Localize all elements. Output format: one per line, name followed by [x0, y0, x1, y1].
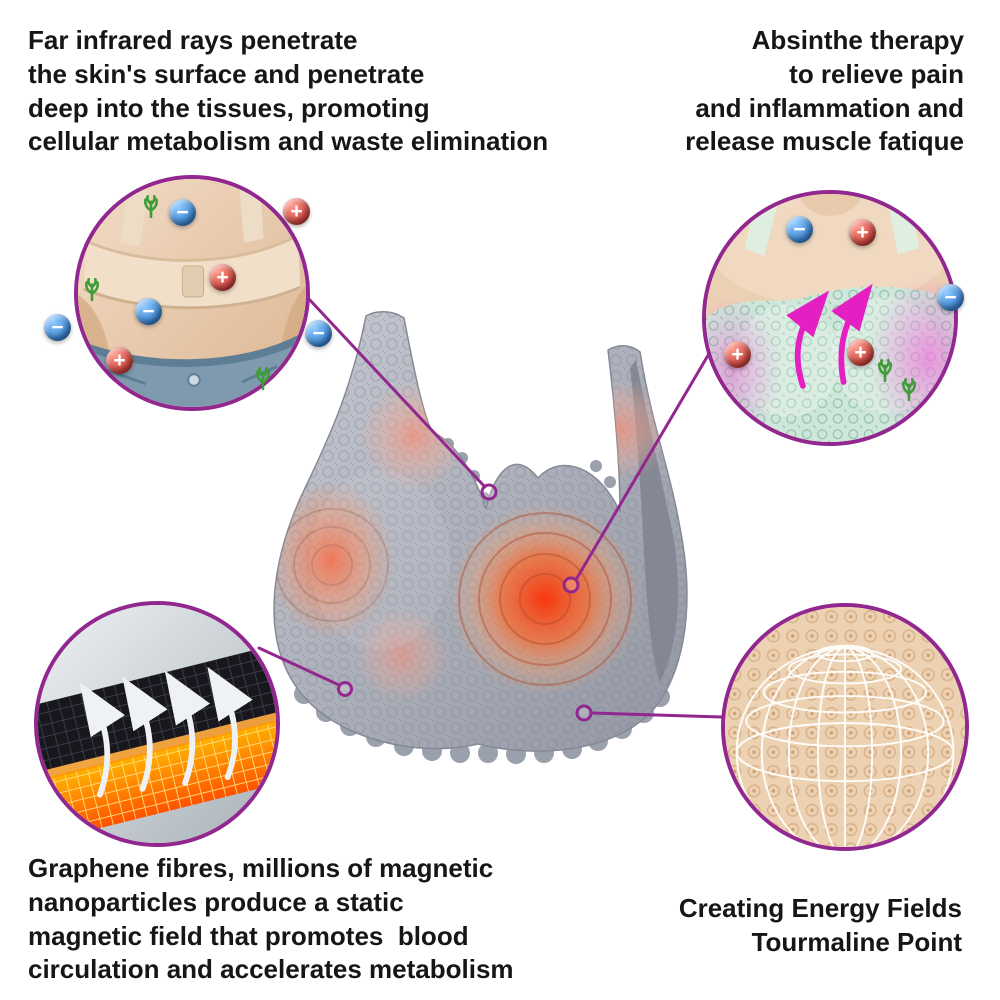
negative-ion-icon: −	[169, 199, 196, 226]
up-arrow-icon	[79, 682, 125, 798]
negative-ion-icon: −	[305, 320, 332, 347]
caption-line: Tourmaline Point	[751, 926, 962, 957]
positive-ion-icon: +	[283, 198, 310, 225]
up-arrow-icon	[164, 670, 211, 786]
ion-symbol: +	[731, 343, 744, 366]
ion-symbol: +	[113, 349, 126, 372]
caption-line: Graphene fibres, millions of magnetic	[28, 853, 494, 883]
callout-energy-dome-circle	[721, 603, 969, 851]
jeans	[78, 337, 306, 407]
negative-ion-icon: −	[786, 216, 813, 243]
herb-sprig-icon	[878, 358, 892, 383]
caption-line: the skin's surface and penetrate	[28, 58, 425, 89]
bra-illustration	[273, 311, 688, 764]
caption-graphene-fibres: Graphene fibres, millions of magnetic na…	[28, 852, 514, 987]
negative-ion-icon: −	[135, 298, 162, 325]
ion-symbol: +	[856, 221, 869, 244]
up-arrow-icon	[831, 283, 873, 385]
positive-ion-icon: +	[847, 339, 874, 366]
caption-absinthe-therapy: Absinthe therapy to relieve pain and inf…	[685, 24, 964, 159]
herb-sprig-icon	[256, 366, 270, 391]
connector-endpoint	[575, 704, 593, 722]
caption-line: to relieve pain	[789, 58, 964, 89]
caption-far-infrared: Far infrared rays penetrate the skin's s…	[28, 24, 548, 159]
ion-symbol: −	[793, 218, 806, 241]
absinthe-bra-photo	[706, 194, 954, 442]
caption-line: Absinthe therapy	[751, 25, 964, 55]
herb-sprig-icon	[902, 377, 916, 402]
energy-dome-illustration	[725, 607, 965, 847]
energy-dome-icon	[735, 644, 955, 847]
negative-ion-icon: −	[44, 314, 71, 341]
connector-endpoint	[480, 483, 498, 501]
ion-symbol: −	[176, 201, 189, 224]
graphene-mesh-illustration	[38, 605, 276, 843]
connector-endpoint	[337, 681, 353, 697]
caption-line: and inflammation and	[695, 92, 964, 123]
connector-line	[306, 296, 487, 489]
caption-line: nanoparticles produce a static	[28, 886, 404, 917]
ion-symbol: +	[290, 200, 303, 223]
positive-ion-icon: +	[106, 347, 133, 374]
ion-symbol: +	[854, 341, 867, 364]
positive-ion-icon: +	[209, 264, 236, 291]
negative-ion-icon: −	[937, 284, 964, 311]
up-arrow-icon	[122, 676, 168, 792]
ion-symbol: −	[944, 286, 957, 309]
connector-endpoint	[562, 576, 580, 594]
callout-absinthe-bra-circle	[702, 190, 958, 446]
ion-symbol: +	[216, 266, 229, 289]
ion-symbol: −	[51, 316, 64, 339]
lace-rings-right-cup	[458, 512, 632, 686]
up-arrow-icon	[786, 290, 830, 389]
positive-ion-icon: +	[724, 341, 751, 368]
callout-graphene-mesh-circle	[34, 601, 280, 847]
caption-line: magnetic field that promotes blood	[28, 920, 469, 951]
caption-line: cellular metabolism and waste eliminatio…	[28, 126, 549, 157]
caption-line: Far infrared rays penetrate	[28, 25, 358, 55]
up-arrow-icon	[207, 666, 253, 781]
positive-ion-icon: +	[849, 219, 876, 246]
ion-skin-photo	[78, 179, 306, 407]
herb-sprig-icon	[85, 277, 99, 302]
callout-ion-skin-circle	[74, 175, 310, 411]
caption-line: deep into the tissues, promoting	[28, 92, 430, 123]
caption-energy-fields: Creating Energy Fields Tourmaline Point	[679, 892, 962, 960]
caption-line: Creating Energy Fields	[678, 893, 962, 923]
connector-line	[575, 350, 712, 580]
caption-line: circulation and accelerates metabolism	[28, 954, 514, 985]
ion-symbol: −	[312, 322, 325, 345]
herb-sprig-icon	[144, 194, 158, 219]
ion-symbol: −	[142, 300, 155, 323]
caption-line: release muscle fatique	[685, 126, 964, 157]
connector-line	[590, 711, 724, 719]
